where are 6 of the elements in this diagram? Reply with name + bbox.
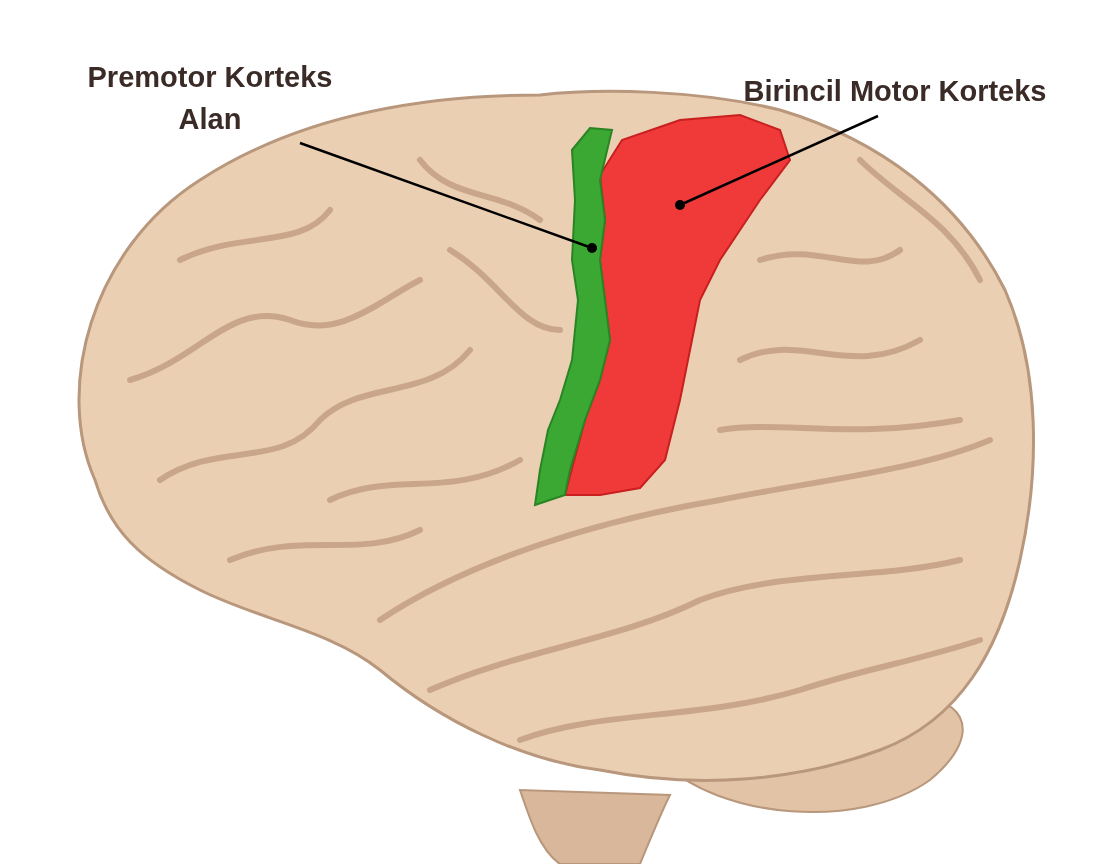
region-label: Premotor Korteks Alan — [70, 56, 350, 141]
leader-line — [675, 114, 879, 210]
region-label: Birincil Motor Korteks — [720, 70, 1070, 113]
leader-line — [299, 141, 597, 253]
primary-motor-cortex-region — [563, 114, 792, 496]
premotor-cortex-region — [533, 126, 614, 507]
